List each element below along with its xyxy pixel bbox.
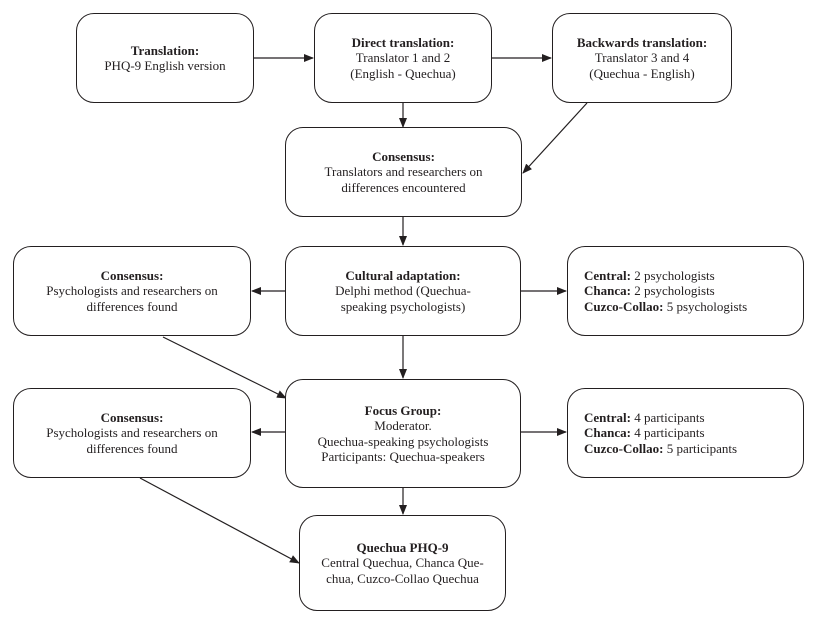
direct-translation-line-2: (English - Quechua)	[350, 65, 456, 81]
consensus-psychologists-1-line-2: differences found	[86, 298, 178, 314]
delphi-groups-box: Central: 2 psychologists Chanca: 2 psych…	[567, 246, 804, 336]
consensus-psychologists-1-line-1: Psychologists and researchers on	[46, 283, 218, 299]
consensus-psychologists-2-line-2: differences found	[86, 440, 178, 456]
focus-group-chanca-name: Chanca:	[584, 425, 631, 441]
focus-group-line-3: Participants: Quechua-speakers	[321, 449, 485, 464]
focus-group-central-name: Central:	[584, 409, 631, 425]
backwards-translation-line-1: Translator 3 and 4	[594, 50, 690, 66]
consensus-psychologists-1-title: Consensus:	[100, 267, 164, 283]
focus-group-central: Central: 4 participants	[584, 410, 705, 426]
focus-group-box: Focus Group: Moderator. Quechua-speaking…	[285, 379, 521, 488]
consensus-translators-line-2: differences encountered	[341, 179, 466, 195]
focus-group-cuzco-collao-name: Cuzco-Collao:	[584, 440, 664, 456]
backwards-translation-title: Backwards translation:	[576, 34, 708, 50]
translation-line-1: PHQ-9 English version	[104, 58, 226, 73]
consensus-psychologists-box-2: Consensus: Psychologists and researchers…	[13, 388, 251, 478]
quechua-phq9-line-1: Central Quechua, Chanca Que-	[321, 555, 484, 571]
cultural-adaptation-box: Cultural adaptation: Delphi method (Quec…	[285, 246, 521, 336]
cultural-adaptation-line-2: speaking psychologists)	[340, 298, 466, 314]
consensus-psychologists-2-title: Consensus:	[100, 409, 164, 425]
focus-group-chanca-value: 4 participants	[630, 425, 705, 441]
backwards-translation-line-2: (Quechua - English)	[589, 65, 695, 81]
quechua-phq9-title: Quechua PHQ-9	[356, 539, 449, 555]
focus-groups-participants-box: Central: 4 participants Chanca: 4 partic…	[567, 388, 804, 478]
consensus-translators-line-1: Translators and researchers on	[324, 164, 483, 180]
quechua-phq9-line-2: chua, Cuzco-Collao Quechua	[326, 570, 479, 586]
quechua-phq9-box: Quechua PHQ-9 Central Quechua, Chanca Qu…	[299, 515, 506, 611]
delphi-group-chanca-value: 2 psychologists	[630, 283, 715, 299]
delphi-group-cuzco-collao: Cuzco-Collao: 5 psychologists	[584, 299, 747, 315]
consensus-psychologists-box-1: Consensus: Psychologists and researchers…	[13, 246, 251, 336]
delphi-group-cuzco-collao-value: 5 psychologists	[663, 298, 748, 314]
cultural-adaptation-title: Cultural adaptation:	[345, 267, 461, 283]
focus-group-central-value: 4 participants	[630, 409, 705, 425]
focus-group-line-1: Moderator.	[374, 418, 432, 433]
backwards-translation-box: Backwards translation: Translator 3 and …	[552, 13, 732, 103]
focus-group-line-2: Quechua-speaking psychologists	[317, 433, 489, 449]
focus-group-cuzco-collao: Cuzco-Collao: 5 participants	[584, 441, 737, 457]
cultural-adaptation-line-1: Delphi method (Quechua-	[335, 283, 471, 299]
consensus-translators-title: Consensus:	[372, 148, 435, 164]
direct-translation-title: Direct translation:	[351, 34, 455, 50]
arrow-consensus2-to-focus	[162, 336, 287, 399]
delphi-group-central-name: Central:	[584, 267, 631, 283]
translation-title: Translation:	[130, 42, 200, 58]
arrow-consensus3-to-final	[139, 477, 300, 564]
focus-group-title: Focus Group:	[364, 402, 442, 418]
delphi-group-central-value: 2 psychologists	[630, 267, 715, 283]
delphi-group-cuzco-collao-name: Cuzco-Collao:	[584, 298, 664, 314]
focus-group-chanca: Chanca: 4 participants	[584, 425, 705, 441]
delphi-group-central: Central: 2 psychologists	[584, 268, 715, 284]
consensus-psychologists-2-line-1: Psychologists and researchers on	[46, 425, 218, 441]
translation-box: Translation: PHQ-9 English version	[76, 13, 254, 103]
direct-translation-line-1: Translator 1 and 2	[355, 50, 451, 66]
focus-group-cuzco-collao-value: 5 participants	[663, 440, 738, 456]
direct-translation-box: Direct translation: Translator 1 and 2 (…	[314, 13, 492, 103]
arrow-backwards-to-consensus1	[522, 102, 588, 174]
delphi-group-chanca-name: Chanca:	[584, 283, 631, 299]
delphi-group-chanca: Chanca: 2 psychologists	[584, 283, 715, 299]
consensus-translators-box: Consensus: Translators and researchers o…	[285, 127, 522, 217]
